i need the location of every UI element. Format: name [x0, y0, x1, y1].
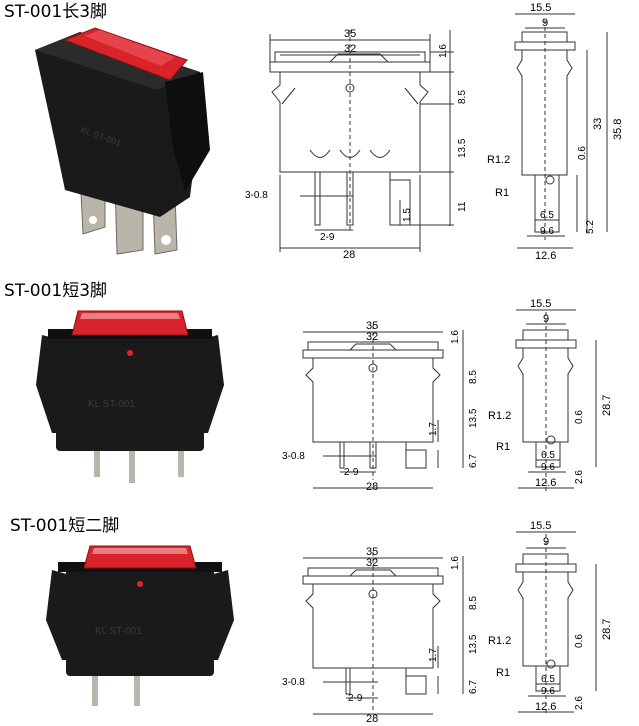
- section-3-side-view-drawing: 15.5 9 28.7 R1.2 R1 0.6 6.5 9.6 12.6 2.6: [488, 520, 613, 716]
- switch-marking: KL ST-001: [95, 626, 142, 637]
- front-dim-35: 35: [344, 28, 356, 40]
- front-dim-1-6: 1.6: [450, 556, 461, 570]
- front-dim-pin-pitch: 2-9: [344, 467, 359, 478]
- front-dim-1-7: 1.7: [428, 648, 439, 662]
- side-dim-9-6: 9.6: [541, 686, 555, 697]
- front-dim-pin-width: 3-0.8: [245, 190, 268, 201]
- front-dim-28: 28: [366, 713, 378, 725]
- side-dim-12-6: 12.6: [535, 250, 556, 262]
- section-1-title: ST-001长3脚: [4, 2, 108, 22]
- side-dim-33: 33: [592, 118, 604, 130]
- front-dim-pin-pitch: 2-9: [320, 232, 335, 243]
- switch-housing: [56, 333, 204, 451]
- switch-marking: KL ST-001: [88, 399, 135, 410]
- front-dim-1-5: 1.5: [402, 208, 413, 222]
- front-dim-6-7: 6.7: [468, 454, 479, 468]
- side-dim-9: 9: [542, 17, 548, 29]
- side-dim-9: 9: [543, 313, 549, 325]
- front-dim-32: 32: [344, 43, 356, 55]
- side-dim-9-6: 9.6: [541, 462, 555, 473]
- front-dim-8-5: 8.5: [468, 370, 479, 384]
- front-dim-35: 35: [366, 546, 378, 558]
- front-dim-pin-width: 3-0.8: [282, 451, 305, 462]
- side-dim-2-6: 2.6: [574, 470, 585, 484]
- side-dim-r1: R1: [496, 667, 510, 679]
- front-dim-8-5: 8.5: [468, 596, 479, 610]
- front-dim-13-5: 13.5: [457, 138, 468, 158]
- side-dim-r1-2: R1.2: [488, 410, 511, 422]
- side-dim-9-6: 9.6: [540, 226, 554, 237]
- section-2-front-view-drawing: 35 32 1.6 8.5 13.5 1.7 6.7 3-0.8 2-9 28: [282, 320, 479, 493]
- front-dim-13-5: 13.5: [468, 634, 479, 654]
- front-dim-1-6: 1.6: [438, 44, 449, 58]
- side-dim-15-5: 15.5: [530, 2, 551, 14]
- front-dim-1-7: 1.7: [428, 422, 439, 436]
- front-dim-pin-width: 3-0.8: [282, 677, 305, 688]
- side-dim-6-5: 6.5: [541, 450, 555, 461]
- side-dim-r1: R1: [496, 441, 510, 453]
- section-3-switch-photo: KL ST-001: [46, 545, 234, 706]
- front-dim-pin-pitch: 2-9: [348, 693, 363, 704]
- switch-housing: [66, 566, 214, 676]
- side-dim-6-5: 6.5: [541, 674, 555, 685]
- terminal-pins: [94, 445, 184, 483]
- side-dim-0-6: 0.6: [574, 410, 585, 424]
- section-2-title: ST-001短3脚: [4, 281, 108, 301]
- front-dim-28: 28: [366, 481, 378, 493]
- side-dim-15-5: 15.5: [530, 298, 551, 310]
- section-1-switch-photo: KL ST-001: [35, 27, 210, 255]
- section-2-switch-photo: KL ST-001: [36, 310, 224, 483]
- terminal-pins: [92, 670, 140, 706]
- section-3-title: ST-001短二脚: [10, 516, 120, 536]
- side-dim-28-7: 28.7: [601, 619, 613, 640]
- front-dim-28: 28: [343, 249, 355, 261]
- side-dim-2-6: 2.6: [574, 696, 585, 710]
- side-dim-12-6: 12.6: [535, 477, 556, 489]
- front-dim-6-7: 6.7: [468, 680, 479, 694]
- side-dim-0-6: 0.6: [577, 146, 588, 160]
- section-2-side-view-drawing: 15.5 9 28.7 R1.2 R1 0.6 6.5 9.6 12.6 2.6: [488, 298, 613, 492]
- section-1-side-view-drawing: 15.5 9 33 35.8 R1.2 R1 0.6 6.5 9.6 12.6 …: [487, 2, 624, 262]
- front-dim-13-5: 13.5: [468, 408, 479, 428]
- side-dim-9: 9: [543, 536, 549, 548]
- section-1-front-view-drawing: 35 32 1.6 8.5 13.5 11 1.5 3-0.8 2-9 28: [245, 28, 468, 261]
- side-dim-28-7: 28.7: [601, 395, 613, 416]
- front-dim-11: 11: [457, 201, 468, 212]
- side-dim-r1: R1: [495, 187, 509, 199]
- side-dim-r1-2: R1.2: [487, 154, 510, 166]
- front-dim-1-6: 1.6: [450, 330, 461, 344]
- rocker-button: [63, 27, 188, 81]
- side-dim-15-5: 15.5: [530, 520, 551, 532]
- section-3-front-view-drawing: 35 32 1.6 8.5 13.5 1.7 6.7 3-0.8 2-9 28: [282, 546, 479, 725]
- front-dim-8-5: 8.5: [457, 90, 468, 104]
- side-dim-35-8: 35.8: [612, 119, 624, 140]
- side-dim-5-2: 5.2: [585, 220, 596, 234]
- side-dim-6-5: 6.5: [540, 210, 554, 221]
- side-dim-12-6: 12.6: [535, 701, 556, 713]
- front-dim-35: 35: [366, 320, 378, 332]
- side-dim-0-6: 0.6: [574, 634, 585, 648]
- side-dim-r1-2: R1.2: [488, 635, 511, 647]
- front-dim-32: 32: [366, 331, 378, 343]
- front-dim-32: 32: [366, 557, 378, 569]
